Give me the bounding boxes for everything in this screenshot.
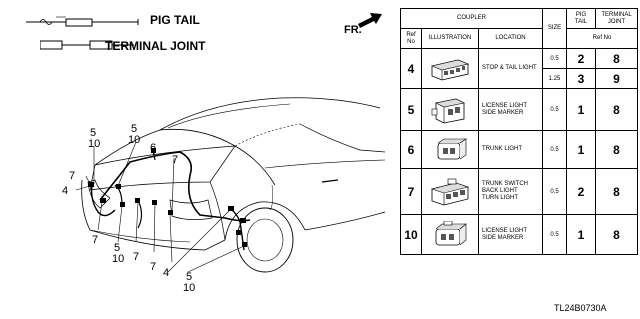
table-row: 5 LICENSE LIGHT SIDE MARKER 0.5 1 8 (400, 88, 639, 131)
table-row: 4 STOP & TAIL LIGHT 0.5 2 8 (400, 48, 639, 89)
size-value: 0.5 (542, 48, 568, 69)
connector-10-icon (435, 220, 467, 245)
terminal-joint-ref: 8 (595, 130, 639, 169)
location-text: STOP & TAIL LIGHT (477, 48, 544, 89)
location-text: LICENSE LIGHT SIDE MARKER (477, 214, 544, 255)
terminal-joint-ref: 9 (595, 68, 639, 89)
ref-number: 4 (400, 48, 422, 89)
callout-7: 7 (150, 261, 157, 273)
connector-illustration (421, 214, 479, 255)
terminal-joint-ref: 8 (595, 88, 639, 131)
ref-number: 10 (400, 214, 422, 255)
ref-number: 6 (400, 130, 422, 169)
terminal-joint-ref: 8 (595, 48, 639, 69)
connector-illustration (421, 168, 479, 215)
table-row: 7 TRUNK SWITCH BACK LIGHT TURN LIGHT 0.5… (400, 168, 639, 215)
callout-5: 5 (90, 127, 97, 139)
coupler-header: COUPLER (399, 8, 544, 29)
callout-5: 5 (131, 123, 138, 135)
callout-10: 10 (183, 282, 196, 294)
connector-illustration (421, 130, 479, 169)
connector-5-icon (431, 98, 465, 123)
size-value: 0.5 (542, 214, 568, 255)
coupler-table: COUPLER SIZE PIG TAIL TERMINAL JOINT Ref… (399, 8, 639, 255)
callout-7: 7 (92, 234, 99, 246)
size-header: SIZE (542, 8, 568, 49)
pig-tail-ref: 1 (566, 88, 597, 131)
front-direction-label: FR. (344, 24, 362, 36)
pig-tail-ref: 2 (566, 168, 597, 215)
illustration-header: ILLUSTRATION (421, 28, 479, 49)
terminal-joint-header: TERMINAL JOINT (595, 8, 639, 29)
location-header: LOCATION (477, 28, 544, 49)
pig-tail-label: PIG TAIL (150, 13, 200, 27)
callout-4: 4 (62, 185, 69, 197)
connector-7-icon (430, 178, 470, 205)
pig-tail-ref: 1 (566, 214, 597, 255)
connector-4-icon (430, 59, 470, 80)
location-text: TRUNK SWITCH BACK LIGHT TURN LIGHT (477, 168, 544, 215)
callout-4: 4 (163, 267, 170, 279)
size-value: 0.5 (542, 130, 568, 169)
size-value: 0.5 (542, 168, 568, 215)
callout-10: 10 (112, 253, 125, 265)
ref-no-header-right: Ref No (566, 28, 639, 49)
pig-tail-header: PIG TAIL (566, 8, 597, 29)
pig-tail-ref: 3 (566, 68, 597, 89)
size-value: 1.25 (542, 68, 568, 89)
pig-tail-icon (26, 16, 139, 27)
ref-number: 7 (400, 168, 422, 215)
front-arrow-icon (358, 13, 382, 28)
table-row: 10 LICENSE LIGHT SIDE MARKER 0.5 1 8 (400, 214, 639, 255)
callout-5: 5 (114, 242, 121, 254)
car-rear-illustration (75, 97, 386, 273)
callout-10: 10 (128, 134, 141, 146)
terminal-joint-icon (40, 40, 134, 50)
ref-no-header: Ref No (400, 28, 422, 49)
connector-illustration (421, 88, 479, 131)
pig-tail-ref: 2 (566, 48, 597, 69)
callout-7: 7 (172, 154, 179, 166)
table-row: 6 TRUNK LIGHT 0.5 1 8 (400, 130, 639, 169)
connector-6-icon (437, 137, 467, 159)
size-value: 0.5 (542, 88, 568, 131)
callout-7: 7 (133, 251, 140, 263)
ref-number: 5 (400, 88, 422, 131)
connector-illustration (421, 48, 479, 89)
location-text: LICENSE LIGHT SIDE MARKER (477, 88, 544, 131)
terminal-joint-ref: 8 (595, 168, 639, 215)
callout-7: 7 (69, 170, 76, 182)
callout-5: 5 (186, 271, 193, 283)
location-text: TRUNK LIGHT (477, 130, 544, 169)
part-code: TL24B0730A (554, 303, 607, 313)
terminal-joint-label: TERMINAL JOINT (105, 39, 206, 53)
callout-10: 10 (88, 138, 101, 150)
terminal-joint-ref: 8 (595, 214, 639, 255)
pig-tail-ref: 1 (566, 130, 597, 169)
callout-6: 6 (150, 142, 157, 154)
